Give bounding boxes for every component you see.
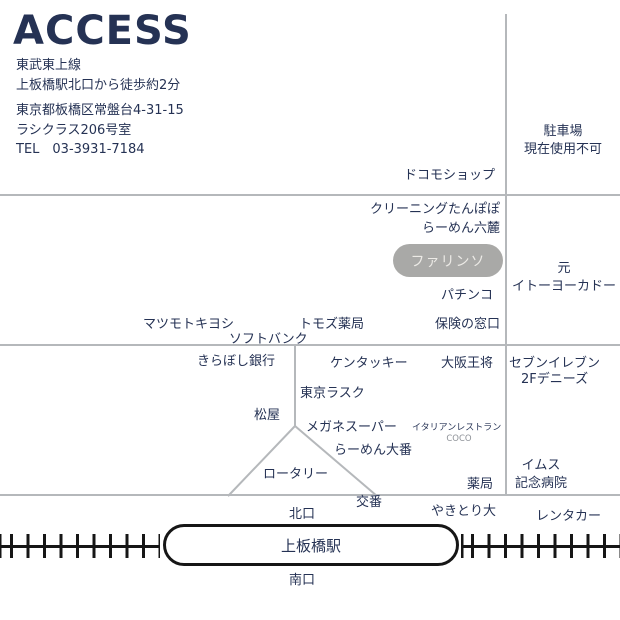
landmark-ramen-rokuroku: らーめん六麓 — [421, 221, 500, 236]
road-vertical-rotary — [294, 346, 296, 427]
station-kamiitabashi: 上板橋駅 — [163, 524, 459, 566]
ims-hospital-label: イムス 記念病院 — [514, 458, 568, 492]
destination-pill: ファリンソ — [393, 244, 503, 277]
road-horizontal-middle — [0, 344, 620, 346]
page-title: ACCESS — [13, 8, 192, 54]
landmark-pachinko: パチンコ — [440, 288, 493, 303]
landmark-coco: COCO — [446, 434, 472, 444]
phone-number: TEL 03-3931-7184 — [16, 142, 145, 157]
landmark-rent-a-car: レンタカー — [536, 509, 602, 524]
walk-directions: 上板橋駅北口から徒歩約2分 — [16, 77, 181, 93]
landmark-hoken-madoguchi: 保険の窓口 — [434, 317, 500, 332]
landmark-ramen-daiban: らーめん大番 — [334, 443, 413, 458]
landmark-matsuya: 松屋 — [254, 408, 281, 423]
landmark-softbank: ソフトバンク — [229, 332, 308, 347]
landmark-pharmacy: 薬局 — [467, 477, 494, 492]
landmark-kiraboshi-bank: きらぼし銀行 — [197, 354, 276, 369]
landmark-tokyo-rusk: 東京ラスク — [300, 386, 365, 401]
train-line: 東武東上線 — [16, 58, 82, 73]
landmark-koban: 交番 — [356, 495, 383, 510]
landmark-osaka-ohsho: 大阪王将 — [441, 356, 494, 371]
address-line1: 東京都板橋区常盤台4-31-15 — [16, 103, 184, 118]
landmark-matsumoto-kiyoshi: マツモトキヨシ — [143, 317, 235, 332]
landmark-dennys-2f: 2Fデニーズ — [521, 372, 589, 387]
rotary-left-diagonal — [227, 425, 296, 497]
south-exit-label: 南口 — [288, 573, 316, 588]
parking-label: 駐車場 現在使用不可 — [523, 124, 603, 158]
landmark-yakitori-dai: やきとり大 — [431, 504, 497, 519]
road-vertical-main — [505, 14, 507, 496]
address-block: 東京都板橋区常盤台4-31-15 ラシクラス206号室 TEL 03-3931-… — [16, 101, 184, 160]
north-exit-label: 北口 — [288, 507, 316, 522]
landmark-cleaning-tanpopo: クリーニングたんぽぽ — [369, 202, 500, 217]
landmark-kentucky: ケンタッキー — [330, 356, 408, 371]
landmark-megane-super: メガネスーパー — [306, 420, 397, 435]
landmark-docomo-shop: ドコモショップ — [403, 168, 495, 183]
station-name: 上板橋駅 — [280, 536, 341, 555]
former-ito-yokado-label: 元 イトーヨーカドー — [511, 261, 617, 295]
address-line2: ラシクラス206号室 — [16, 122, 132, 138]
landmark-tomods-pharmacy: トモズ薬局 — [299, 317, 365, 332]
access-description: 東武東上線 上板橋駅北口から徒歩約2分 — [16, 56, 180, 95]
railway-left — [0, 534, 160, 558]
road-horizontal-bottom — [0, 494, 620, 496]
road-horizontal-top — [0, 194, 620, 196]
landmark-seven-eleven: セブンイレブン — [509, 356, 601, 371]
landmark-italian-restaurant: イタリアンレストラン — [412, 423, 502, 433]
railway-right — [461, 534, 620, 558]
rotary-label: ロータリー — [263, 467, 329, 482]
destination-label: ファリンソ — [410, 253, 486, 270]
